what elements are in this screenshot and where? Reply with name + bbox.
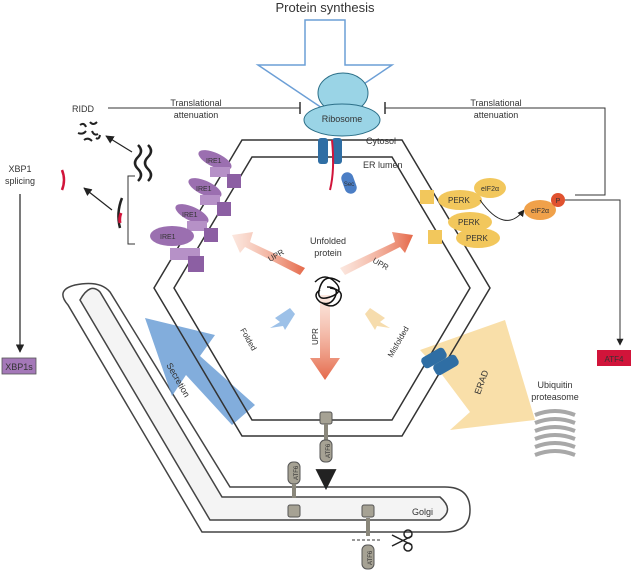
- atf6-golgi-1: [287, 461, 301, 518]
- eif2a-label-1: eIF2α: [481, 186, 499, 193]
- folded-small-arrow: [270, 308, 295, 330]
- upr-label-right: UPR: [371, 256, 390, 272]
- er-membrane: [153, 139, 491, 437]
- golgi-label: Golgi: [412, 507, 433, 517]
- erad-arrow: [420, 320, 535, 430]
- upr-arrows: [232, 232, 413, 380]
- misfolded-small-arrow: [365, 308, 390, 330]
- cytosol-label: Cytosol: [366, 136, 396, 146]
- secretion-arrow: [145, 318, 255, 425]
- ridd-label: RIDD: [72, 104, 94, 114]
- phospho-label: P: [556, 198, 561, 205]
- translational-left: Translational: [170, 98, 221, 108]
- ire1-label-1: IRE1: [206, 158, 222, 165]
- proteasome-icon: [534, 409, 576, 457]
- atf4-box: [597, 350, 631, 366]
- atf6-label-er: ATF6: [326, 443, 332, 458]
- xbp1s-label: XBP1s: [5, 362, 33, 372]
- xbp1-mrna-icon: [117, 197, 124, 229]
- upr-label-down: UPR: [311, 328, 320, 345]
- perk-label-2: PERK: [458, 218, 480, 227]
- scissors-icon: [391, 529, 413, 552]
- attenuation-left-label: attenuation: [174, 110, 219, 120]
- ire1-label-2: IRE1: [196, 186, 212, 193]
- ribosome-label: Ribosome: [322, 114, 363, 124]
- sec-label: Sec: [344, 182, 354, 188]
- ire1-cluster: [150, 150, 241, 272]
- eif2a-label-2: eIF2α: [531, 208, 549, 215]
- erad-channel: [421, 347, 459, 376]
- atf6-label-golgi-1: ATF6: [294, 465, 300, 480]
- spliced-xbp1-mrna-icon: [60, 169, 66, 191]
- mrna-wavy-icon: [133, 144, 153, 182]
- unfolded-protein-icon: [314, 276, 342, 307]
- perk-dimer: [420, 190, 500, 248]
- misfolded-label: Misfolded: [386, 325, 411, 359]
- ubiquitin-label-1: Ubiquitin: [537, 380, 572, 390]
- atf6-golgi-2: [361, 504, 375, 570]
- attenuation-left: [108, 102, 301, 114]
- perk-label-3: PERK: [466, 234, 488, 243]
- er-lumen-label: ER lumen: [363, 160, 403, 170]
- xbp1s-box: [1, 357, 37, 375]
- folded-label: Folded: [238, 327, 258, 353]
- splicing-label: splicing: [5, 176, 35, 186]
- eif2a-phospho-oval: [524, 200, 556, 220]
- atf6-label-golgi-2: ATF6: [368, 550, 374, 565]
- attenuation-right-label: attenuation: [474, 110, 519, 120]
- ridd-fragments-icon: [77, 121, 101, 142]
- ire1-label-4: IRE1: [160, 234, 176, 241]
- perk-label-1: PERK: [448, 196, 470, 205]
- ubiquitin-label-2: proteasome: [531, 392, 579, 402]
- atf4-label: ATF4: [605, 355, 625, 364]
- translational-right: Translational: [470, 98, 521, 108]
- atf6-er: [319, 411, 333, 463]
- attenuation-right: [384, 102, 606, 196]
- xbp1-label: XBP1: [8, 164, 31, 174]
- ribosome: [303, 72, 381, 194]
- ire1-label-3: IRE1: [182, 212, 198, 219]
- unfolded-label-1: Unfolded: [310, 236, 346, 246]
- golgi: [62, 282, 471, 533]
- phospho-circle: [551, 193, 565, 207]
- title: Protein synthesis: [276, 0, 375, 15]
- eif2a-oval: [474, 178, 506, 198]
- unfolded-label-2: protein: [314, 248, 342, 258]
